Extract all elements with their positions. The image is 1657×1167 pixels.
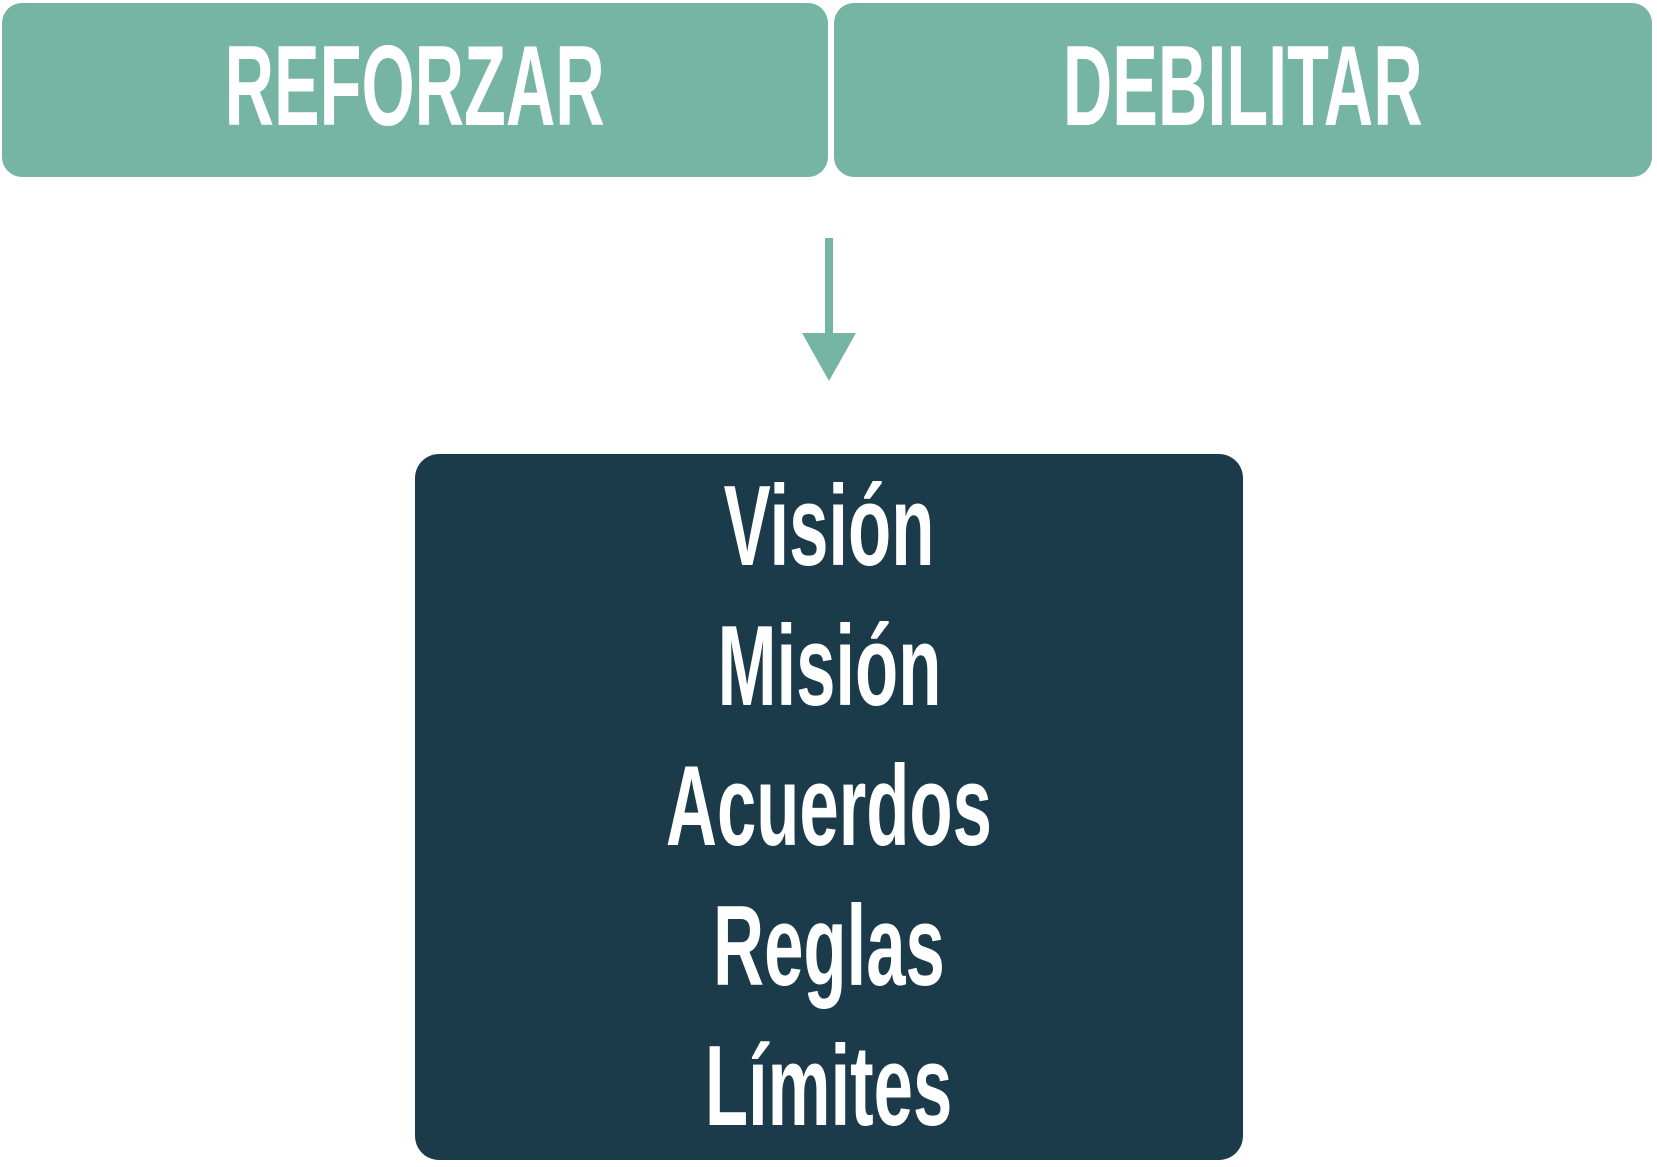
core-value-reglas: Reglas — [713, 883, 945, 1010]
debilitar-label: DEBILITAR — [1063, 23, 1423, 150]
core-values-box: Visión Misión Acuerdos Reglas Límites — [415, 454, 1243, 1160]
debilitar-box: DEBILITAR — [834, 3, 1652, 177]
core-value-limites: Límites — [705, 1023, 953, 1150]
down-arrow-head — [802, 333, 856, 381]
reforzar-box: REFORZAR — [2, 3, 828, 177]
core-value-acuerdos: Acuerdos — [665, 743, 993, 870]
reforzar-label: REFORZAR — [225, 23, 605, 150]
core-value-vision: Visión — [723, 463, 935, 590]
core-value-mision: Misión — [717, 603, 941, 730]
down-arrow-shaft — [825, 238, 833, 334]
